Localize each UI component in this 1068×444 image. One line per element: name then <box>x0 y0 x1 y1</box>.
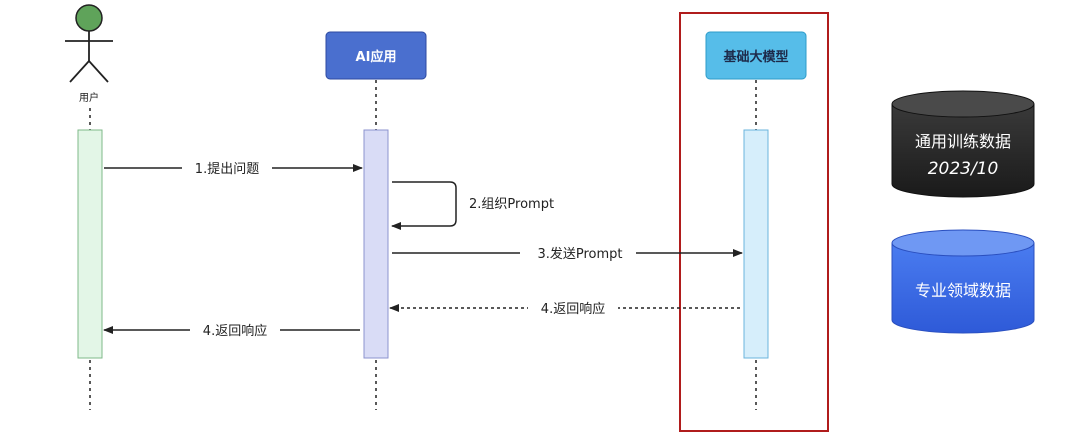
general-data-date: 2023/10 <box>928 159 999 179</box>
message-4a-label: 4.返回响应 <box>541 301 605 317</box>
domain-data-label: 专业领域数据 <box>915 281 1011 300</box>
model-participant-box <box>705 31 807 80</box>
message-3-label: 3.发送Prompt <box>537 246 622 262</box>
user-actor <box>65 4 113 83</box>
app-participant-box <box>325 31 427 80</box>
message-2-self-loop <box>391 181 457 230</box>
message-2-label: 2.组织Prompt <box>469 197 554 212</box>
user-label: 用户 <box>79 91 99 104</box>
app-label: AI应用 <box>356 49 397 65</box>
user-activation-bar <box>77 129 103 359</box>
model-label: 基础大模型 <box>722 49 788 65</box>
general-data-cylinder <box>891 90 1035 198</box>
message-4b-label: 4.返回响应 <box>203 323 267 339</box>
model-highlight-frame <box>679 12 829 432</box>
model-activation-bar <box>743 129 769 359</box>
general-data-title: 通用训练数据 <box>915 132 1011 151</box>
message-1-label: 1.提出问题 <box>195 161 259 177</box>
domain-data-cylinder <box>891 229 1035 334</box>
user-actor-head <box>75 4 103 32</box>
app-activation-bar <box>363 129 389 359</box>
